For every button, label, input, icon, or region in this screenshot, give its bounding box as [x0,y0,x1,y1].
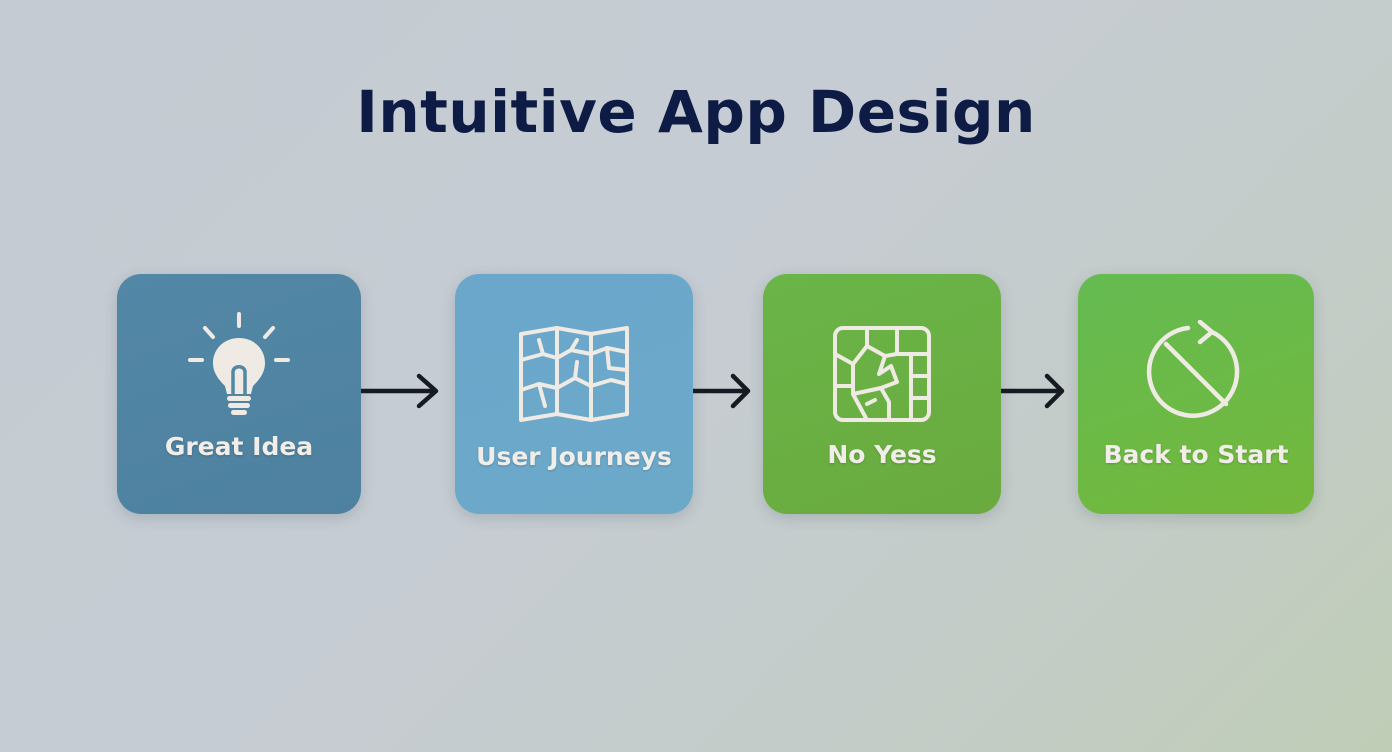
step-label: No Yess [827,440,937,469]
maze-icon [763,324,1001,428]
map-icon [455,326,693,426]
step-user-journeys: User Journeys [455,274,693,514]
step-label: Back to Start [1103,440,1289,469]
diagram-title: Intuitive App Design [356,78,1036,146]
arrow-right-icon [358,370,443,416]
step-label: Great Idea [164,432,314,461]
step-great-idea: Great Idea [117,274,361,514]
restart-no-icon [1078,320,1314,428]
arrow-right-icon [690,370,755,416]
step-no-yess: No Yess [763,274,1001,514]
step-label: User Journeys [476,442,672,471]
lightbulb-icon [117,310,361,422]
arrow-right-icon [998,370,1069,416]
step-back-to-start: Back to Start [1078,274,1314,514]
